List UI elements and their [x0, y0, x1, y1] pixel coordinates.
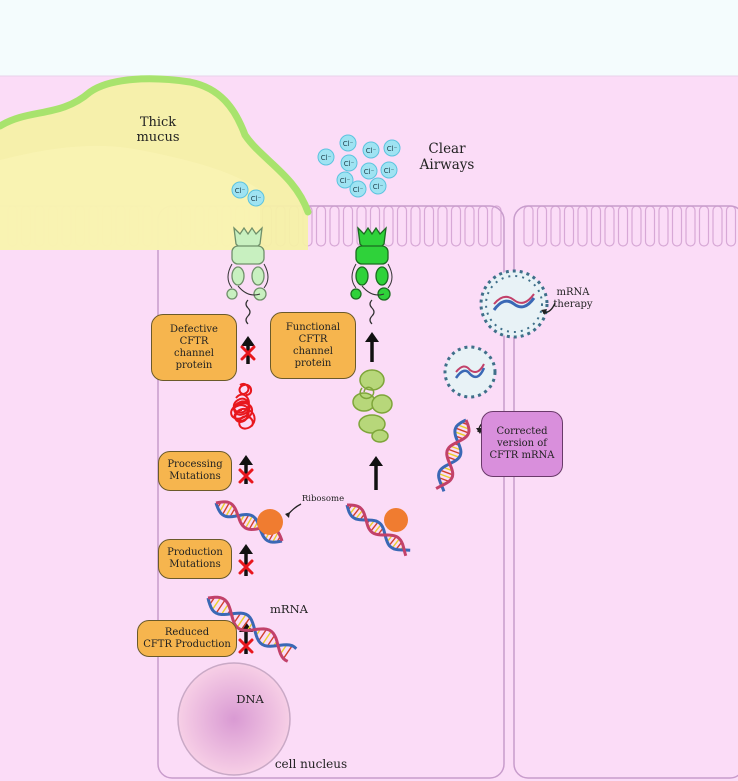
svg-text:Cl⁻: Cl⁻ [373, 183, 384, 191]
cell-nucleus-label: cell nucleus [274, 757, 348, 771]
svg-text:Cl⁻: Cl⁻ [364, 168, 375, 176]
reduced-cftr-production-box: Reduced CFTR Production [137, 620, 237, 657]
chloride-ion: Cl⁻ [336, 171, 354, 189]
clear-airways-label: Clear Airways [419, 141, 475, 173]
svg-text:Cl⁻: Cl⁻ [251, 195, 262, 203]
helix [435, 418, 471, 492]
defective-cftr-box: Defective CFTR channel protein [151, 314, 237, 381]
mrna-therapy-vesicle-large [479, 269, 549, 339]
production-mutations-box: Production Mutations [158, 539, 232, 579]
svg-text:Cl⁻: Cl⁻ [384, 167, 395, 175]
chloride-ion: Cl⁻ [340, 154, 358, 172]
right-cell-outline [513, 205, 738, 779]
chloride-ion: Cl⁻ [369, 177, 387, 195]
defective-cftr-channel [226, 226, 269, 325]
svg-text:Cl⁻: Cl⁻ [353, 186, 364, 194]
processing-mutations-box: Processing Mutations [158, 451, 232, 491]
cilium [491, 205, 502, 247]
ribosome-left [257, 509, 283, 535]
mucus-outline [0, 75, 312, 216]
mrna-label: mRNA [270, 602, 308, 616]
dna-label: DNA [236, 692, 264, 706]
svg-text:Cl⁻: Cl⁻ [387, 145, 398, 153]
svg-text:Cl⁻: Cl⁻ [235, 187, 246, 195]
blocked-x-icon [238, 468, 254, 484]
misfolded-protein [230, 383, 256, 430]
chloride-ion: Cl⁻ [317, 148, 335, 166]
chloride-ion: Cl⁻ [380, 161, 398, 179]
corrected-mrna-box: Corrected version of CFTR mRNA [481, 411, 563, 477]
svg-text:Cl⁻: Cl⁻ [366, 147, 377, 155]
svg-text:Cl⁻: Cl⁻ [340, 177, 351, 185]
pathway-arrows [238, 332, 383, 654]
helix [345, 503, 411, 557]
middle-cell-outline [157, 205, 505, 779]
functional-cftr-box: Functional CFTR channel protein [270, 312, 356, 379]
svg-text:Cl⁻: Cl⁻ [343, 140, 354, 148]
functional-cftr-channel [350, 226, 393, 325]
mrna-therapy-vesicle-small [443, 345, 497, 399]
chloride-ion: Cl⁻ [349, 180, 367, 198]
chloride-ion: Cl⁻ [231, 181, 249, 199]
blocked-x-icon [240, 345, 256, 361]
thick-mucus-label: Thick mucus [136, 115, 180, 145]
ribosome-right [384, 508, 408, 532]
chloride-ions: Cl⁻Cl⁻Cl⁻Cl⁻Cl⁻Cl⁻Cl⁻Cl⁻Cl⁻Cl⁻Cl⁻Cl⁻ [231, 134, 401, 207]
chloride-ion: Cl⁻ [362, 141, 380, 159]
chloride-ion: Cl⁻ [339, 134, 357, 152]
blocked-x-icon [238, 559, 254, 575]
chloride-ion: Cl⁻ [247, 189, 265, 207]
helix [206, 595, 298, 663]
folded-protein [352, 369, 393, 443]
mrna-therapy-label: mRNA therapy [553, 287, 593, 310]
blocked-x-icon [238, 638, 254, 654]
chloride-ion: Cl⁻ [383, 139, 401, 157]
svg-text:Cl⁻: Cl⁻ [344, 160, 355, 168]
cell-nucleus [177, 662, 291, 776]
chloride-ion: Cl⁻ [360, 162, 378, 180]
svg-text:Cl⁻: Cl⁻ [321, 154, 332, 162]
ribosome-label: Ribosome [301, 494, 345, 504]
